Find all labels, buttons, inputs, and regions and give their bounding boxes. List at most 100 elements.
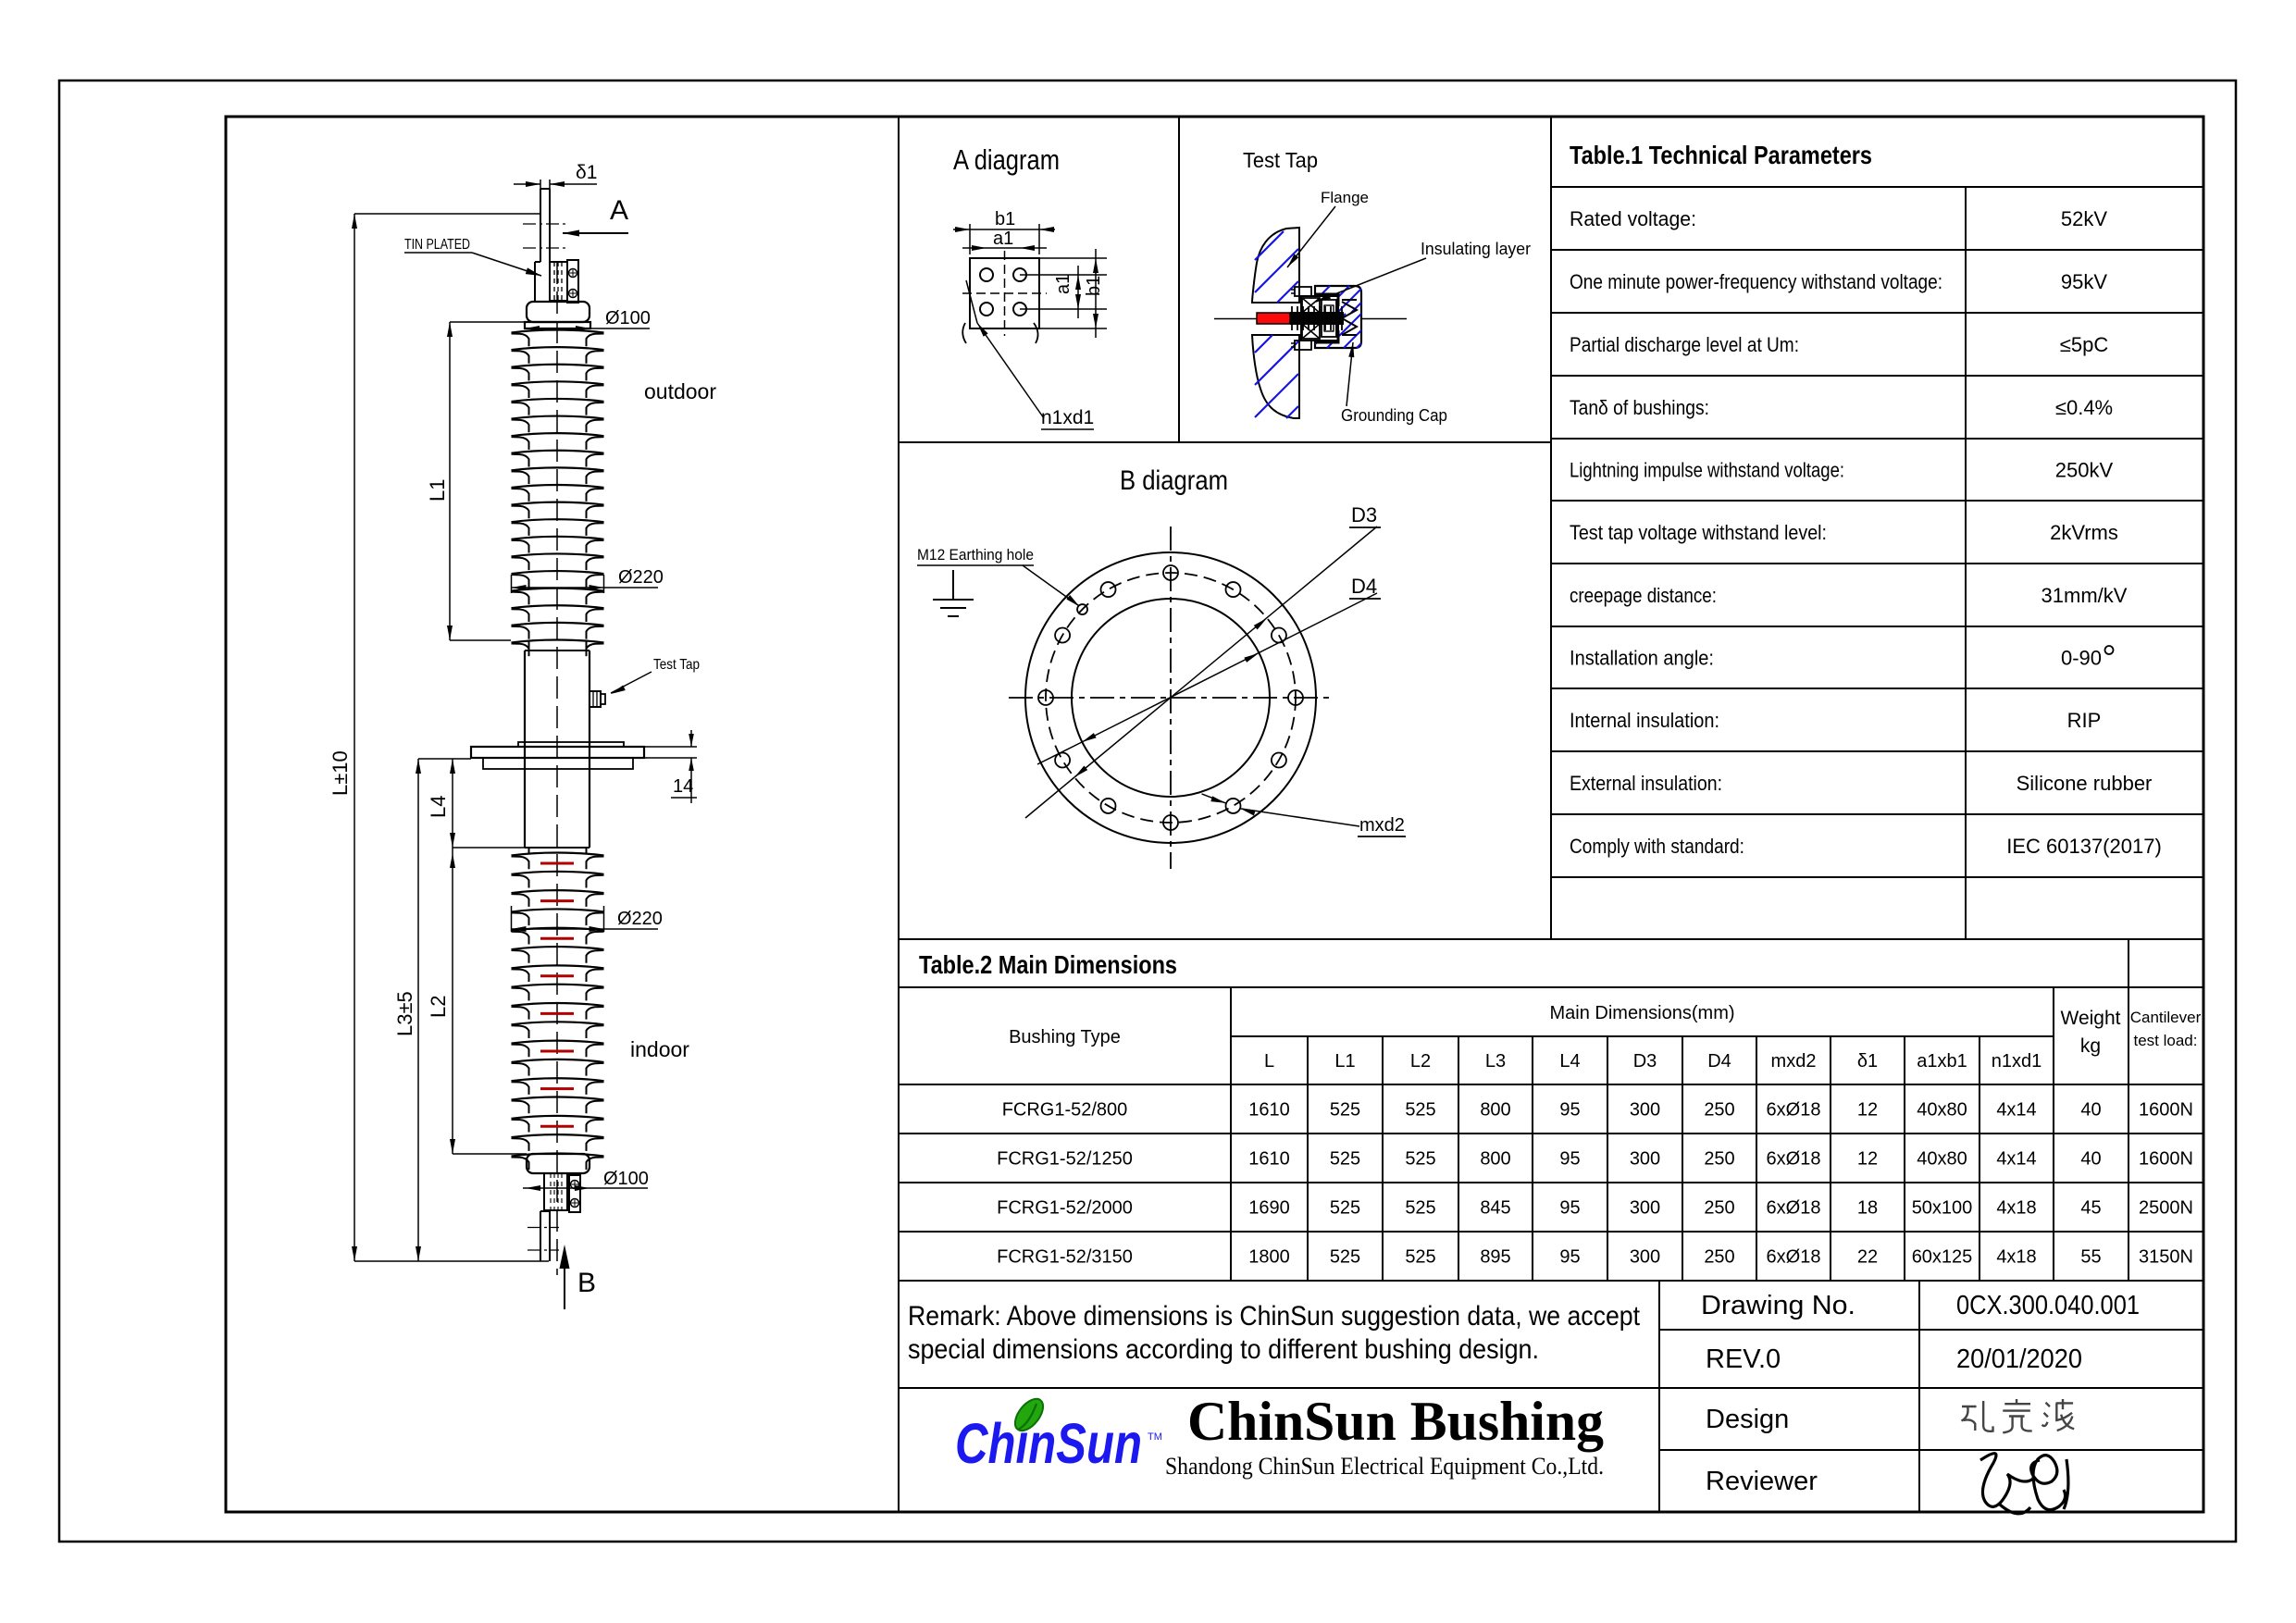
svg-text:Design: Design [1706,1405,1789,1434]
svg-text:Weight: Weight [2061,1008,2121,1029]
svg-text:L4: L4 [427,796,450,818]
svg-text:Lightning impulse withstand vo: Lightning impulse withstand voltage: [1570,459,1844,482]
svg-text:A: A [610,195,628,226]
svg-text:Main Dimensions(mm): Main Dimensions(mm) [1549,1003,1734,1023]
svg-text:ChinSun: ChinSun [955,1412,1142,1475]
svg-text:Grounding Cap: Grounding Cap [1341,406,1447,425]
svg-text:31mm/kV: 31mm/kV [2042,584,2128,607]
svg-text:Shandong ChinSun Electrical Eq: Shandong ChinSun Electrical Equipment Co… [1165,1453,1604,1480]
svg-text:L4: L4 [1559,1051,1580,1072]
svg-text:95: 95 [1559,1247,1580,1268]
svg-text:1690: 1690 [1248,1198,1290,1219]
svg-text:22: 22 [1857,1247,1878,1268]
svg-text:895: 895 [1480,1247,1510,1268]
svg-text:outdoor: outdoor [644,379,716,403]
svg-text:indoor: indoor [630,1037,689,1061]
svg-text:300: 300 [1630,1247,1660,1268]
svg-text:M12 Earthing hole: M12 Earthing hole [917,546,1034,564]
svg-text:14: 14 [673,776,693,797]
svg-text:Tanδ of bushings:: Tanδ of bushings: [1570,396,1709,419]
svg-text:300: 300 [1630,1198,1660,1219]
svg-text:525: 525 [1405,1100,1435,1121]
svg-text:Test tap voltage withstand lev: Test tap voltage withstand level: [1570,521,1827,544]
svg-text:50x100: 50x100 [1912,1198,1973,1219]
svg-text:Installation angle:: Installation angle: [1570,647,1714,670]
svg-text:External insulation:: External insulation: [1570,772,1722,795]
svg-text:40x80: 40x80 [1917,1149,1967,1170]
svg-text:Insulating layer: Insulating layer [1421,240,1531,258]
svg-text:6xØ18: 6xØ18 [1767,1100,1821,1121]
svg-text:4x18: 4x18 [1996,1198,2036,1219]
svg-text:Ø100: Ø100 [603,1169,649,1189]
svg-text:L1: L1 [426,479,449,502]
svg-text:6xØ18: 6xØ18 [1767,1198,1821,1219]
svg-text:4x14: 4x14 [1996,1100,2036,1121]
svg-text:6xØ18: 6xØ18 [1767,1247,1821,1268]
svg-text:525: 525 [1330,1247,1360,1268]
svg-text:≤5pC: ≤5pC [2060,333,2109,356]
svg-text:525: 525 [1405,1247,1435,1268]
svg-text:a1xb1: a1xb1 [1917,1051,1967,1072]
svg-text:Ø220: Ø220 [617,909,663,929]
svg-text:RIP: RIP [2067,709,2102,732]
svg-text:525: 525 [1330,1198,1360,1219]
svg-text:95: 95 [1559,1100,1580,1121]
svg-text:special dimensions according t: special dimensions according to differen… [908,1334,1539,1365]
svg-text:IEC 60137(2017): IEC 60137(2017) [2006,835,2162,858]
svg-text:One minute power-frequency wit: One minute power-frequency withstand vol… [1570,270,1942,293]
svg-text:1610: 1610 [1248,1100,1290,1121]
svg-text:L3±5: L3±5 [393,991,416,1036]
svg-text:250: 250 [1704,1198,1734,1219]
svg-text:B: B [577,1268,596,1298]
svg-text:845: 845 [1480,1198,1510,1219]
svg-text:12: 12 [1857,1149,1878,1170]
svg-text:18: 18 [1857,1198,1878,1219]
svg-text:A diagram: A diagram [953,143,1060,176]
svg-text:Rated voltage:: Rated voltage: [1570,207,1696,230]
svg-text:δ1: δ1 [1857,1051,1878,1072]
svg-text:test load:: test load: [2134,1032,2198,1049]
svg-text:kg: kg [2080,1035,2101,1057]
svg-text:Partial discharge level at Um:: Partial discharge level at Um: [1570,333,1799,356]
svg-text:a1: a1 [1053,274,1074,294]
svg-text:L3: L3 [1485,1051,1506,1072]
svg-text:L: L [1264,1051,1274,1072]
svg-text:mxd2: mxd2 [1771,1051,1817,1072]
svg-text:δ1: δ1 [576,162,597,183]
svg-text:Drawing No.: Drawing No. [1701,1291,1855,1320]
svg-text:2500N: 2500N [2139,1198,2193,1219]
svg-text:L±10: L±10 [329,750,352,796]
svg-text:800: 800 [1480,1100,1510,1121]
svg-text:250kV: 250kV [2055,459,2114,482]
svg-text:Comply with standard:: Comply with standard: [1570,835,1744,858]
svg-text:300: 300 [1630,1149,1660,1170]
svg-text:a1: a1 [993,229,1013,249]
svg-text:creepage distance:: creepage distance: [1570,584,1717,607]
svg-text:Silicone rubber: Silicone rubber [2017,772,2153,795]
svg-text:D3: D3 [1633,1051,1657,1072]
svg-text:b1: b1 [995,209,1015,229]
svg-text:300: 300 [1630,1100,1660,1121]
svg-text:Flange: Flange [1321,189,1369,206]
svg-text:12: 12 [1857,1100,1878,1121]
svg-text:Cantilever: Cantilever [2130,1009,2202,1026]
svg-text:Test Tap: Test Tap [1243,148,1318,172]
svg-text:20/01/2020: 20/01/2020 [1956,1344,2082,1374]
svg-text:Table.1 Technical Parameters: Table.1 Technical Parameters [1570,141,1872,169]
svg-text:Ø220: Ø220 [618,567,664,588]
svg-text:45: 45 [2080,1198,2101,1219]
svg-text:TM: TM [1148,1431,1162,1443]
svg-text:FCRG1-52/2000: FCRG1-52/2000 [997,1198,1133,1219]
svg-text:40: 40 [2080,1149,2101,1170]
svg-text:4x18: 4x18 [1996,1247,2036,1268]
svg-text:Test Tap: Test Tap [653,657,700,673]
svg-text:Internal insulation:: Internal insulation: [1570,709,1719,732]
svg-text:b1: b1 [1084,276,1104,296]
svg-text:40x80: 40x80 [1917,1100,1967,1121]
svg-text:0CX.300.040.001: 0CX.300.040.001 [1956,1291,2140,1320]
svg-text:TIN PLATED: TIN PLATED [404,237,470,253]
svg-text:L2: L2 [427,996,450,1018]
svg-text:250: 250 [1704,1149,1734,1170]
svg-text:REV.0: REV.0 [1706,1344,1781,1374]
svg-text:525: 525 [1405,1149,1435,1170]
